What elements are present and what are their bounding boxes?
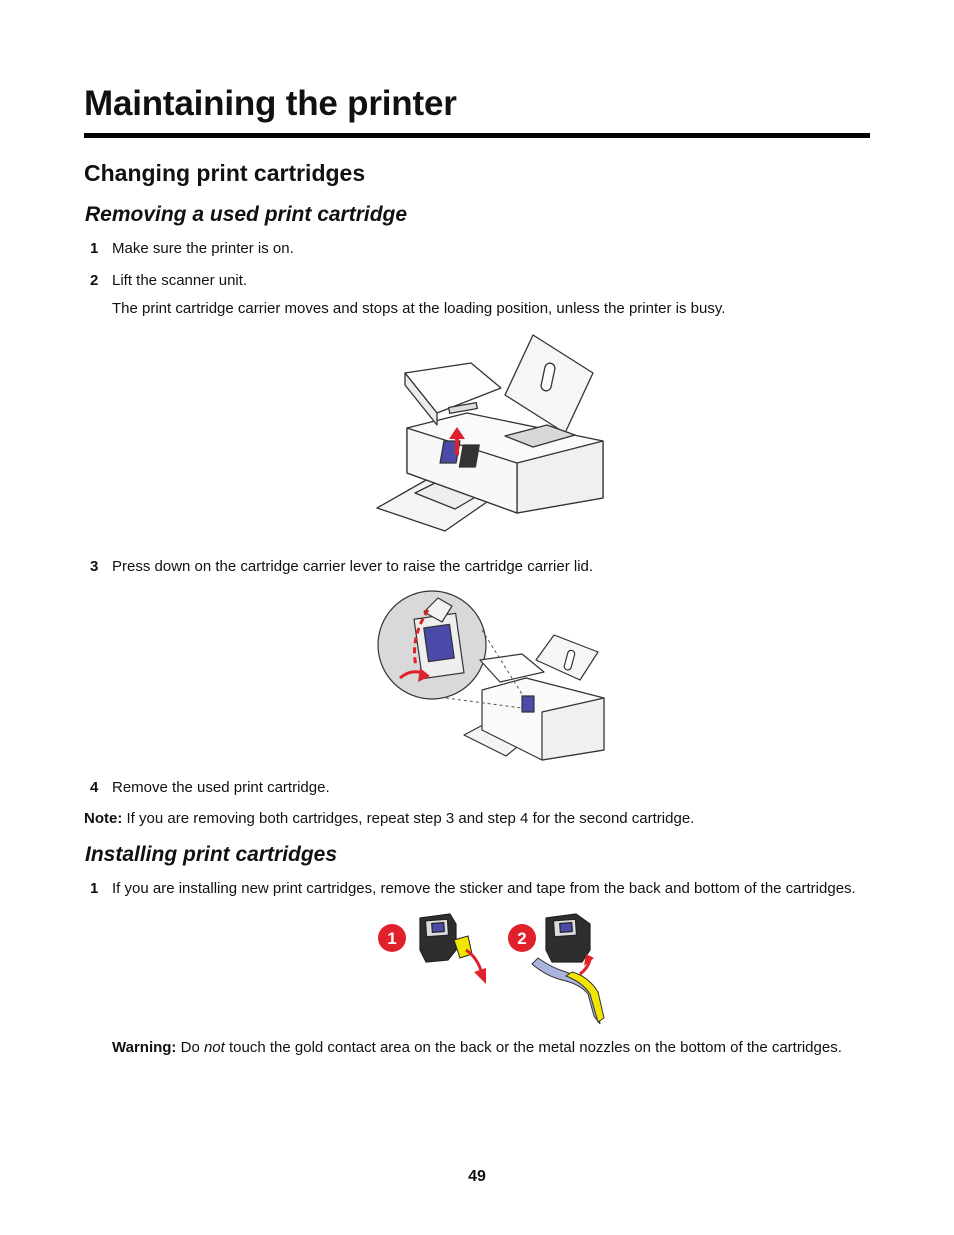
step-text: Make sure the printer is on. [112,240,294,257]
title-rule [84,133,870,138]
step-number: 3 [90,558,99,575]
step-item: 2 Lift the scanner unit. [90,272,247,290]
warning-text-pre: Do [180,1039,200,1056]
callout-1-badge [378,924,406,952]
cartridge-carrier-lid-illustration [377,590,605,761]
printer-scanner-lifted-illustration [376,334,604,532]
note-text: If you are removing both cartridges, rep… [126,810,695,827]
warning-label: Warning: [112,1039,177,1056]
remove-sticker-tape-illustration: 1 2 [378,913,605,1025]
step-number: 2 [90,272,99,289]
step-text: Press down on the cartridge carrier leve… [112,558,594,575]
callout-2-badge [508,924,536,952]
warning-emphasis: not [203,1039,225,1056]
subsection-heading-installing: Installing print cartridges [85,843,338,866]
page-title: Maintaining the printer [84,84,457,123]
step-number: 4 [90,779,99,796]
note: Note: If you are removing both cartridge… [84,810,694,828]
page-number: 49 [468,1168,486,1185]
step-item: 1 Make sure the printer is on. [90,240,294,258]
subsection-heading-removing: Removing a used print cartridge [85,203,408,226]
step-item: 1 If you are installing new print cartrid… [90,880,856,898]
step-item: 3 Press down on the cartridge carrier lev… [90,558,593,576]
section-heading: Changing print cartridges [84,160,366,186]
step-number: 1 [90,880,99,897]
warning-text-post: touch the gold contact area on the back … [229,1039,842,1056]
warning: Warning: Do not touch the gold contact a… [112,1039,842,1057]
step-text: If you are installing new print cartridg… [112,880,856,897]
step-number: 1 [90,240,99,257]
step-text: Lift the scanner unit. [112,272,248,289]
callout-1-label: 1 [387,929,396,948]
step-detail: The print cartridge carrier moves and st… [112,300,726,317]
step-item: 4 Remove the used print cartridge. [90,779,330,797]
step-text: Remove the used print cartridge. [112,779,330,796]
callout-2-label: 2 [517,929,526,948]
note-label: Note: [84,810,123,827]
